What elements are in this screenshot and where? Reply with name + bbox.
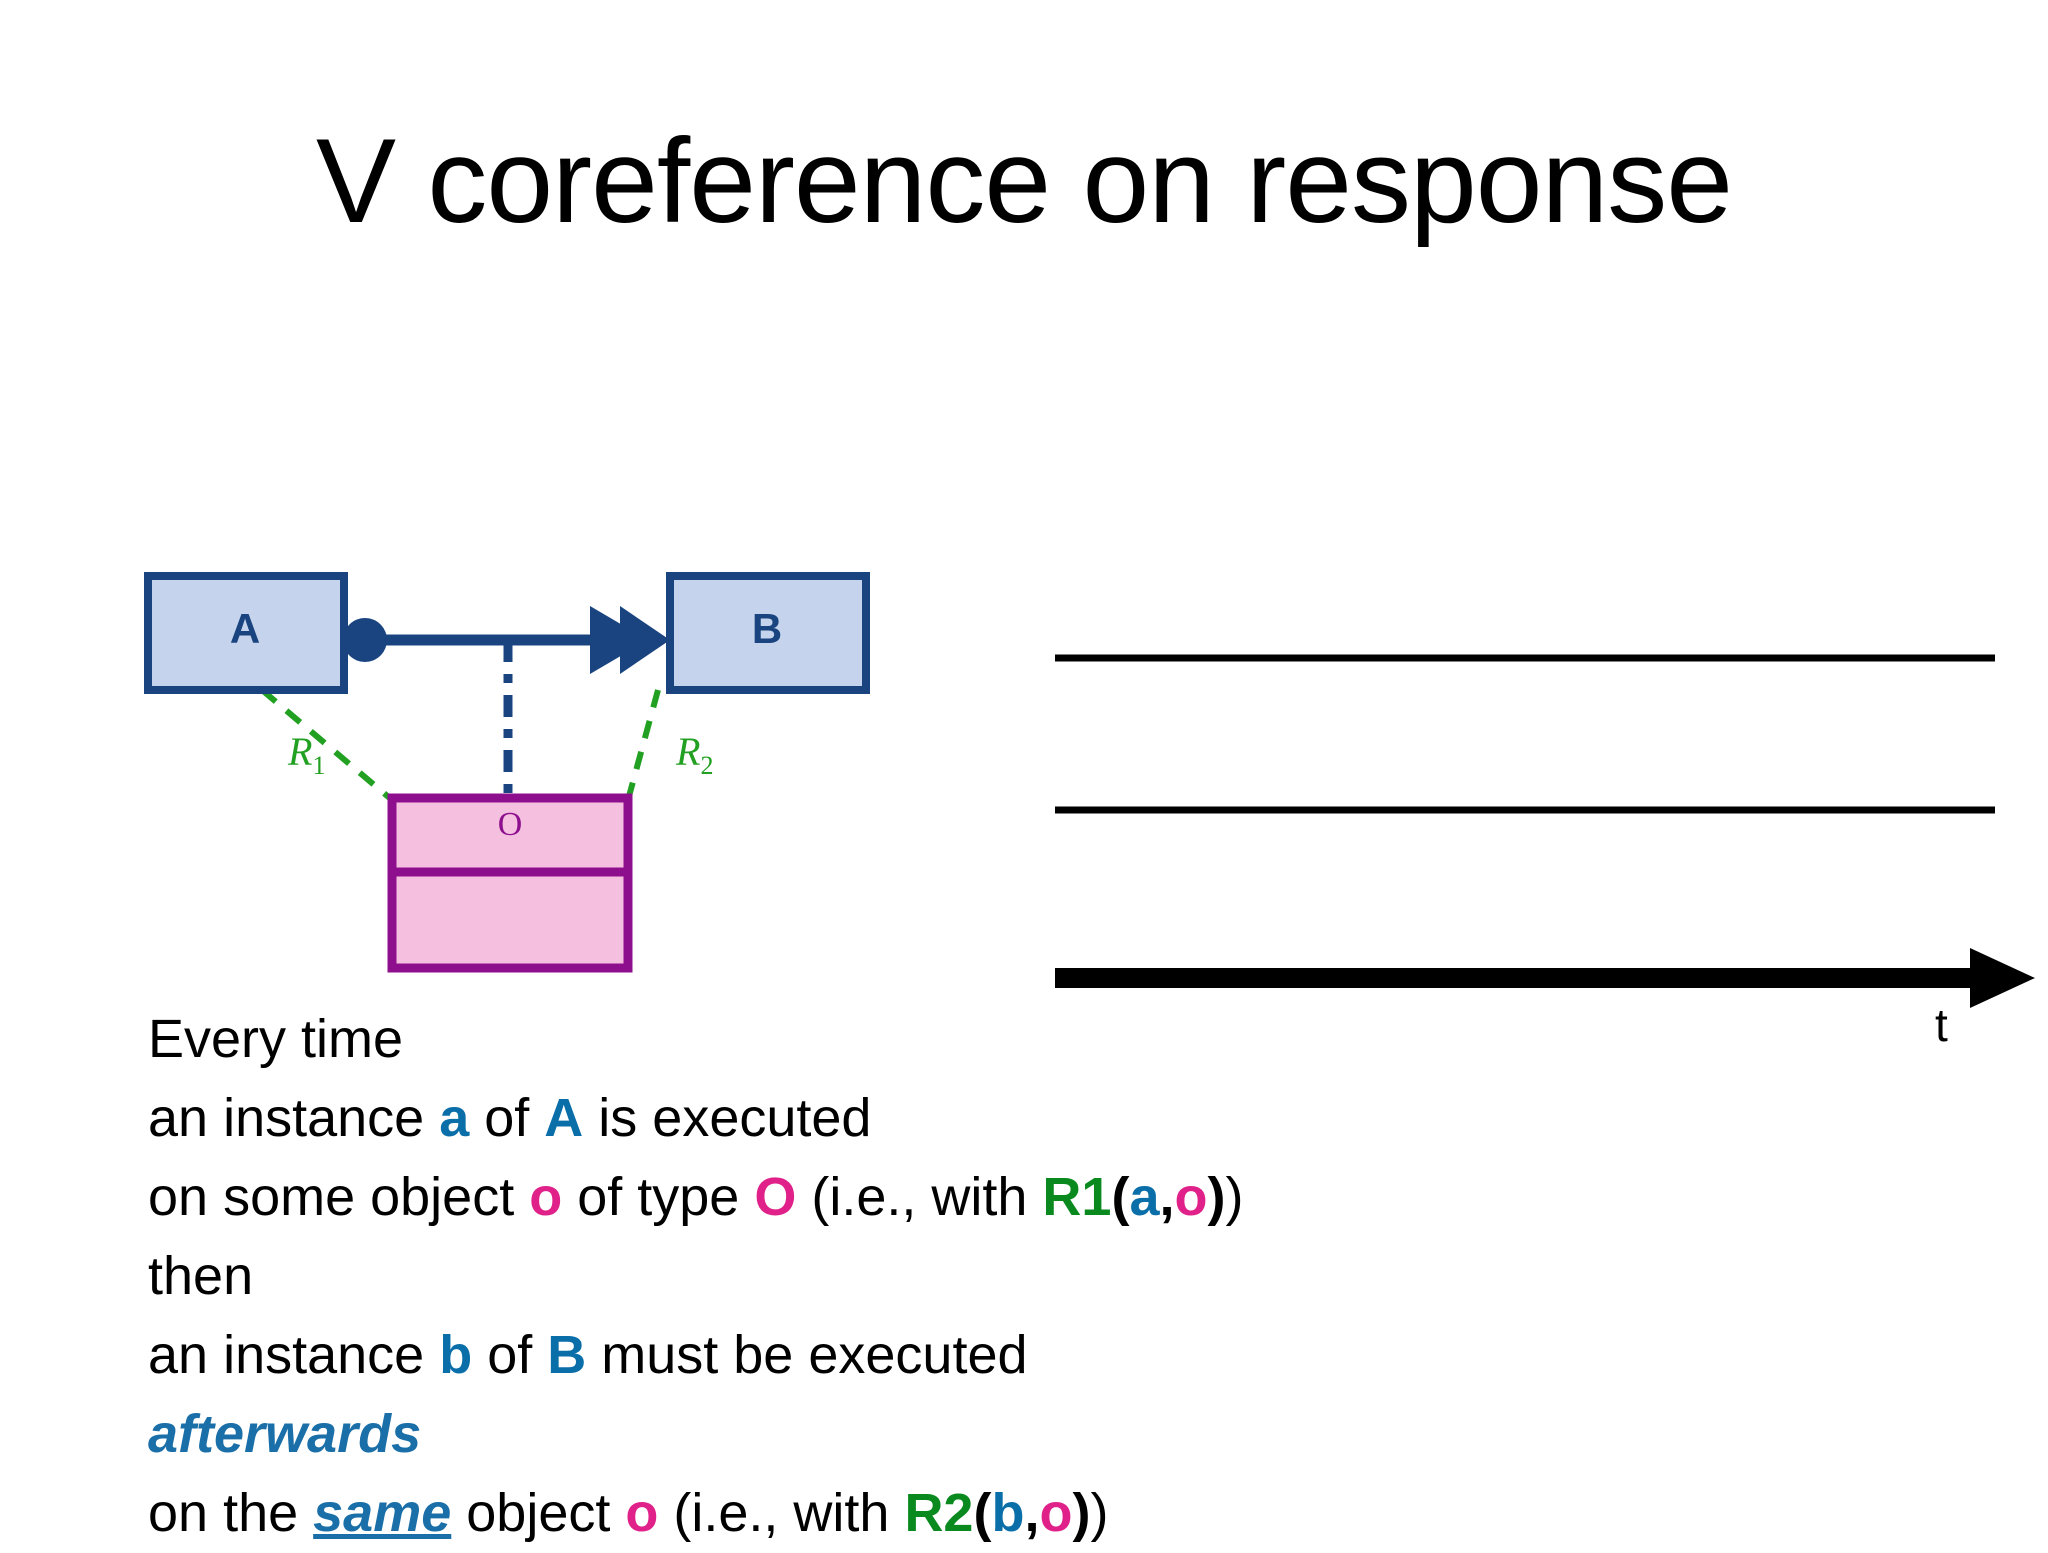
text-token: of type (562, 1167, 755, 1227)
page-title: V coreference on response (316, 114, 1733, 248)
text-token: is executed (583, 1088, 872, 1148)
text-token: A (544, 1088, 584, 1148)
relation-r2-subscript: 2 (700, 751, 714, 780)
text-token: ) (1207, 1167, 1226, 1227)
text-token: R2 (904, 1483, 974, 1543)
text-token: afterwards (148, 1404, 422, 1464)
line-then: then (148, 1237, 1848, 1316)
text-token: same (313, 1483, 452, 1543)
relation-r1-letter: R (288, 729, 313, 774)
line-same-object: on the same object o (i.e., with R2(b,o)… (148, 1474, 1848, 1553)
node-a-box[interactable] (144, 572, 348, 694)
relation-r1-subscript: 1 (312, 751, 326, 780)
text-token: , (1024, 1483, 1040, 1543)
text-token: o (529, 1167, 563, 1227)
text-token: ) (1225, 1167, 1244, 1227)
timeline-axis-arrowhead-icon (1970, 948, 2035, 1008)
node-o-header-compartment[interactable] (387, 793, 633, 877)
timeline-axis-label: t (1935, 999, 1948, 1051)
text-token: then (148, 1246, 254, 1306)
text-token: of (469, 1088, 545, 1148)
relation-r2-label: R2 (676, 728, 713, 781)
text-token: b (439, 1325, 473, 1385)
text-token: must be executed (586, 1325, 1028, 1385)
text-token: R1 (1042, 1167, 1112, 1227)
text-token: a (1129, 1167, 1160, 1227)
text-token: o (625, 1483, 659, 1543)
text-token: O (754, 1167, 797, 1227)
relation-r1-label: R1 (288, 728, 325, 781)
node-o-label: O (497, 806, 523, 843)
text-token: Every time (148, 1009, 404, 1069)
node-o-body-compartment[interactable] (387, 867, 633, 973)
text-token: of (472, 1325, 548, 1385)
edge-source-dot-icon (343, 618, 387, 662)
coreference-diagram: A B O R1 R2 (0, 0, 1030, 1010)
edge-arrowhead-second-icon (620, 606, 670, 674)
line-afterwards: afterwards (148, 1395, 1848, 1474)
text-token: a (439, 1088, 470, 1148)
line-instance-b: an instance b of B must be executed (148, 1316, 1848, 1395)
node-b-label: B (751, 605, 783, 652)
line-every-time: Every time (148, 1000, 1848, 1079)
text-token: ) (1072, 1483, 1091, 1543)
explanation-text: Every time an instance a of A is executed… (148, 1000, 1848, 1553)
text-token: (i.e., with (796, 1167, 1043, 1227)
relation-r2-edge (625, 689, 661, 801)
text-token: ( (973, 1483, 992, 1543)
diagram-canvas (144, 572, 870, 973)
node-a-label: A (229, 605, 261, 652)
text-token: ) (1090, 1483, 1109, 1543)
text-token: B (547, 1325, 587, 1385)
timeline-diagram: t (1055, 600, 2045, 1060)
edge-arrowhead-first-icon (590, 606, 648, 674)
relation-r1-edge (260, 687, 394, 803)
text-token: object (451, 1483, 626, 1543)
timeline-canvas (1055, 654, 2035, 1008)
relation-r2-letter: R (676, 729, 701, 774)
text-token: b (991, 1483, 1025, 1543)
text-token: an instance (148, 1325, 440, 1385)
text-token: (i.e., with (658, 1483, 905, 1543)
text-token: o (1174, 1167, 1208, 1227)
text-token: , (1159, 1167, 1175, 1227)
line-instance-a: an instance a of A is executed (148, 1079, 1848, 1158)
text-token: ( (1111, 1167, 1130, 1227)
line-object-o: on some object o of type O (i.e., with R… (148, 1158, 1848, 1237)
text-token: on the (148, 1483, 314, 1543)
node-b-box[interactable] (666, 572, 870, 694)
text-token: on some object (148, 1167, 530, 1227)
text-token: an instance (148, 1088, 440, 1148)
text-token: o (1039, 1483, 1073, 1543)
